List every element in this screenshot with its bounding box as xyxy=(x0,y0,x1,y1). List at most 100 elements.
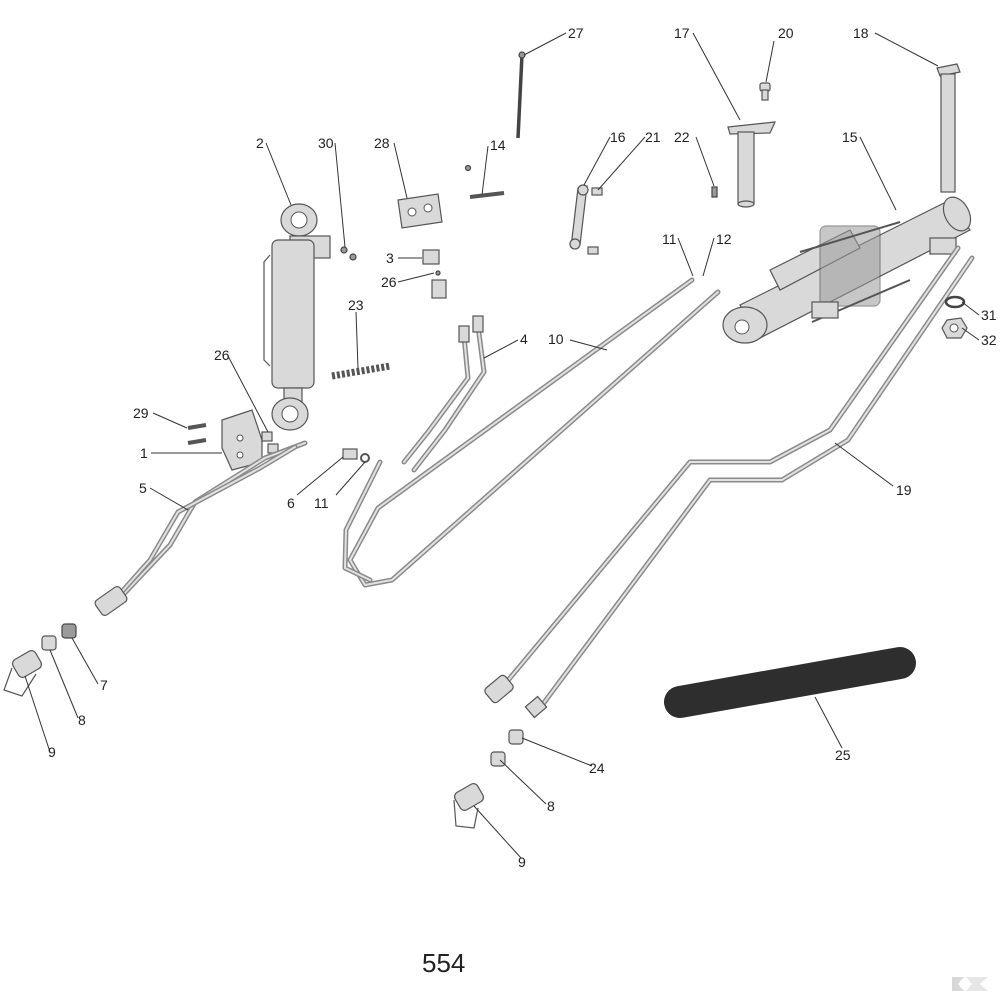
part-30-nuts xyxy=(340,246,357,261)
leader-20 xyxy=(765,40,775,83)
callout-4: 4 xyxy=(520,331,528,347)
part-21-bolts xyxy=(587,187,603,255)
leader-9b xyxy=(473,805,522,859)
part-7-adapter xyxy=(61,623,77,639)
leader-7 xyxy=(71,637,99,685)
callout-25: 25 xyxy=(835,747,851,763)
page-number: 554 xyxy=(422,948,466,978)
callout-18: 18 xyxy=(853,25,869,41)
leader-26a xyxy=(397,272,435,283)
leader-23 xyxy=(355,311,359,369)
part-8-adapter-lower xyxy=(490,751,506,767)
callout-19: 19 xyxy=(896,482,912,498)
part-32-nut xyxy=(941,317,968,339)
callout-8b: 8 xyxy=(547,798,555,814)
part-6-bolt xyxy=(342,448,358,460)
callout-11a: 11 xyxy=(662,231,677,247)
leader-22 xyxy=(695,136,715,187)
leader-32 xyxy=(961,327,980,341)
callout-1: 1 xyxy=(140,445,148,461)
leader-18 xyxy=(874,32,939,67)
leader-11b xyxy=(335,461,366,496)
part-3-fitting xyxy=(422,249,440,265)
leader-25 xyxy=(814,696,843,749)
part-9-coupler-lower xyxy=(453,783,485,829)
callout-29: 29 xyxy=(133,405,149,421)
callout-27: 27 xyxy=(568,25,584,41)
part-11-washer-lower xyxy=(360,453,370,463)
part-17-pin xyxy=(727,121,776,208)
brand-logo-icon xyxy=(952,977,988,991)
leader-11a xyxy=(677,237,694,277)
part-26-fitting-lower xyxy=(261,431,279,454)
part-10-hoses xyxy=(342,277,721,588)
part-9-coupler-left xyxy=(3,650,43,697)
leader-26b xyxy=(227,355,269,433)
leader-4 xyxy=(483,339,519,359)
part-31-washer xyxy=(944,295,966,309)
part-2-cylinder xyxy=(263,203,331,431)
callout-28: 28 xyxy=(374,135,390,151)
callout-26b: 26 xyxy=(214,347,230,363)
callout-2: 2 xyxy=(256,135,264,151)
leader-21 xyxy=(597,136,646,191)
part-5-hoses xyxy=(94,440,308,617)
leader-15 xyxy=(859,136,897,211)
callout-23: 23 xyxy=(348,297,364,313)
leader-17 xyxy=(692,32,741,121)
part-25-tube xyxy=(664,647,916,718)
callout-30: 30 xyxy=(318,135,334,151)
part-24-adapter xyxy=(508,729,524,745)
callout-11b: 11 xyxy=(314,495,329,511)
part-27-rod xyxy=(516,51,526,139)
leader-14 xyxy=(481,145,489,196)
callout-12: 12 xyxy=(716,231,732,247)
leader-9a xyxy=(24,675,51,753)
part-29-bolts xyxy=(187,423,207,445)
callout-labels: 27 17 20 18 2 30 28 1 4 16 21 22 15 11 12… xyxy=(48,25,997,870)
leader-29 xyxy=(152,412,188,429)
leader-lines xyxy=(24,32,980,859)
callout-5: 5 xyxy=(139,480,147,496)
callout-10: 10 xyxy=(548,331,564,347)
part-16-link xyxy=(569,184,589,250)
part-26-fitting-upper xyxy=(431,270,447,299)
part-19-pipes xyxy=(484,245,975,719)
leader-10 xyxy=(569,339,608,351)
leader-6 xyxy=(296,456,344,496)
part-14-pin xyxy=(464,164,505,199)
callout-9b: 9 xyxy=(518,854,526,870)
leader-30 xyxy=(334,142,346,248)
callout-21: 21 xyxy=(645,129,661,145)
part-15-main-cylinder xyxy=(722,196,972,344)
callout-26a: 26 xyxy=(381,274,397,290)
part-23-spring xyxy=(331,362,391,380)
callout-24: 24 xyxy=(589,760,605,776)
callout-6: 6 xyxy=(287,495,295,511)
leader-31 xyxy=(961,301,980,316)
callout-22: 22 xyxy=(674,129,690,145)
part-4-hoses xyxy=(401,315,487,473)
callout-17: 17 xyxy=(674,25,690,41)
callout-20: 20 xyxy=(778,25,794,41)
part-8-adapter-left xyxy=(41,635,57,651)
leader-5 xyxy=(149,487,189,511)
leader-27 xyxy=(523,32,567,56)
part-20-bolt xyxy=(759,82,771,101)
leader-24 xyxy=(521,737,593,767)
callout-3: 3 xyxy=(386,250,394,266)
part-28-plate xyxy=(397,193,443,229)
callout-9a: 9 xyxy=(48,744,56,760)
callout-31: 31 xyxy=(981,307,997,323)
leader-19 xyxy=(834,442,894,487)
leader-8a xyxy=(49,649,79,719)
leader-8b xyxy=(499,759,547,805)
leader-16 xyxy=(583,136,611,186)
callout-16: 16 xyxy=(610,129,626,145)
leader-28 xyxy=(393,142,408,199)
leader-2 xyxy=(265,142,292,206)
callout-32: 32 xyxy=(981,332,997,348)
leader-12 xyxy=(702,237,715,277)
callout-15: 15 xyxy=(842,129,858,145)
